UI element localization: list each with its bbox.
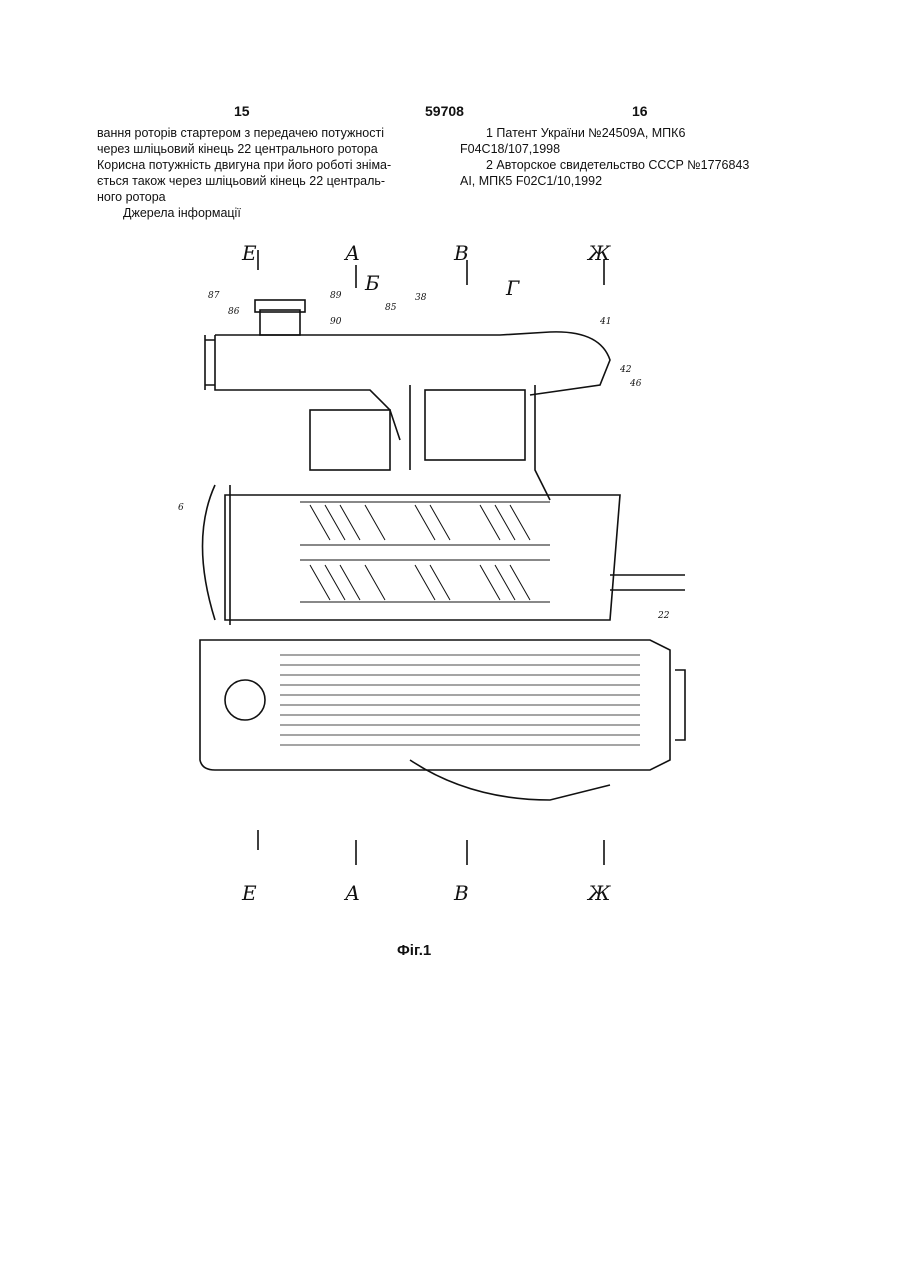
reference-2-cont: AI, МПК5 F02C1/10,1992 <box>460 173 795 189</box>
section-mark-v: В <box>453 241 469 265</box>
section-mark-b: Б <box>364 271 380 295</box>
text-line: вання роторів стартером з передачею поту… <box>97 125 427 141</box>
intake-manifold <box>215 332 610 440</box>
section-mark-a-bottom: А <box>343 881 360 905</box>
screw-rotors <box>300 502 550 602</box>
text-line: через шліцьовий кінець 22 центрального р… <box>97 141 427 157</box>
part-label: 90 <box>330 317 342 327</box>
section-mark-e-bottom: Е <box>241 881 257 905</box>
document-number: 59708 <box>425 103 464 119</box>
sources-heading: Джерела інформації <box>97 205 427 221</box>
section-mark-v-bottom: В <box>453 881 469 905</box>
part-label: 85 <box>385 303 397 313</box>
reference-1: 1 Патент України №24509А, МПК6 <box>460 125 795 141</box>
right-column-references: 1 Патент України №24509А, МПК6 F04C18/10… <box>460 125 795 189</box>
left-page-number: 15 <box>234 103 250 119</box>
part-label: 42 <box>619 365 632 375</box>
output-shaft <box>610 575 685 590</box>
rotor-housing <box>225 495 620 620</box>
left-column-text: вання роторів стартером з передачею поту… <box>97 125 427 221</box>
section-mark-g: Г <box>505 276 520 300</box>
right-page-number: 16 <box>632 103 648 119</box>
part-label: 6 <box>178 503 184 513</box>
part-label: 87 <box>208 291 220 301</box>
text-line: Корисна потужність двигуна при його робо… <box>97 157 427 173</box>
part-label: 46 <box>629 379 642 389</box>
part-label: 22 <box>657 611 670 621</box>
figure-caption: Фіг.1 <box>397 942 431 959</box>
engine-cross-section-drawing: Е А В Ж Б Г Е А В Ж 87 86 89 90 85 38 41… <box>170 240 710 910</box>
section-mark-e: Е <box>241 241 257 265</box>
compressor-block <box>310 410 390 470</box>
section-marks: Е А В Ж Б Г Е А В Ж <box>241 241 611 905</box>
section-mark-zh-bottom: Ж <box>586 881 611 905</box>
section-mark-zh: Ж <box>586 241 611 265</box>
part-label: 89 <box>330 291 342 301</box>
text-line: ється також через шліцьовий кінець 22 це… <box>97 173 427 189</box>
text-line: ного ротора <box>97 189 427 205</box>
heat-exchanger <box>200 640 685 770</box>
reference-2: 2 Авторское свидетельство СССР №1776843 <box>460 157 795 173</box>
part-label: 38 <box>415 293 427 303</box>
part-label: 41 <box>599 317 611 327</box>
reference-1-cont: F04C18/107,1998 <box>460 141 795 157</box>
section-mark-a: А <box>343 241 360 265</box>
part-label: 86 <box>228 307 240 317</box>
